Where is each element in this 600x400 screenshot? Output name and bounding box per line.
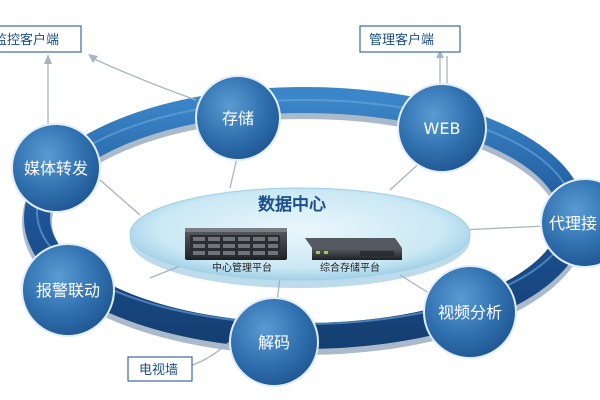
storage-server-icon (305, 238, 402, 260)
node-storage: 存储 (195, 75, 281, 161)
node-video-analysis-label: 视频分析 (438, 303, 502, 322)
node-proxy: 代理接 (540, 178, 600, 268)
tv-wall-label: 电视墙 (139, 363, 178, 378)
node-alarm: 报警联动 (21, 243, 115, 337)
node-storage-label: 存储 (222, 109, 254, 128)
node-decode-label: 解码 (258, 333, 290, 352)
node-media-forward: 媒体转发 (11, 123, 101, 213)
line-proxy-to-center (459, 225, 546, 231)
line-storage-to-monitor (91, 57, 197, 101)
node-media-forward-label: 媒体转发 (24, 159, 88, 178)
node-video-analysis: 视频分析 (423, 265, 517, 359)
tv-wall-box: 电视墙 (127, 356, 193, 382)
data-center-title: 数据中心 (258, 194, 326, 215)
monitor-client-box: 监控客户端 (0, 25, 82, 53)
admin-client-label: 管理客户端 (369, 32, 434, 48)
storage-server-caption: 综合存储平台 (320, 261, 380, 274)
management-server-caption: 中心管理平台 (212, 261, 272, 274)
management-server-icon (185, 228, 287, 260)
node-alarm-label: 报警联动 (36, 281, 100, 300)
monitor-client-label: 监控客户端 (0, 32, 59, 48)
line-media-to-center (99, 179, 141, 216)
node-web-label: WEB (424, 119, 461, 138)
node-decode: 解码 (229, 297, 319, 387)
node-web: WEB (397, 83, 487, 173)
node-proxy-label: 代理接 (549, 214, 597, 233)
data-center-platform: 数据中心 中心管理平台 (129, 187, 471, 288)
admin-client-box: 管理客户端 (359, 25, 461, 53)
